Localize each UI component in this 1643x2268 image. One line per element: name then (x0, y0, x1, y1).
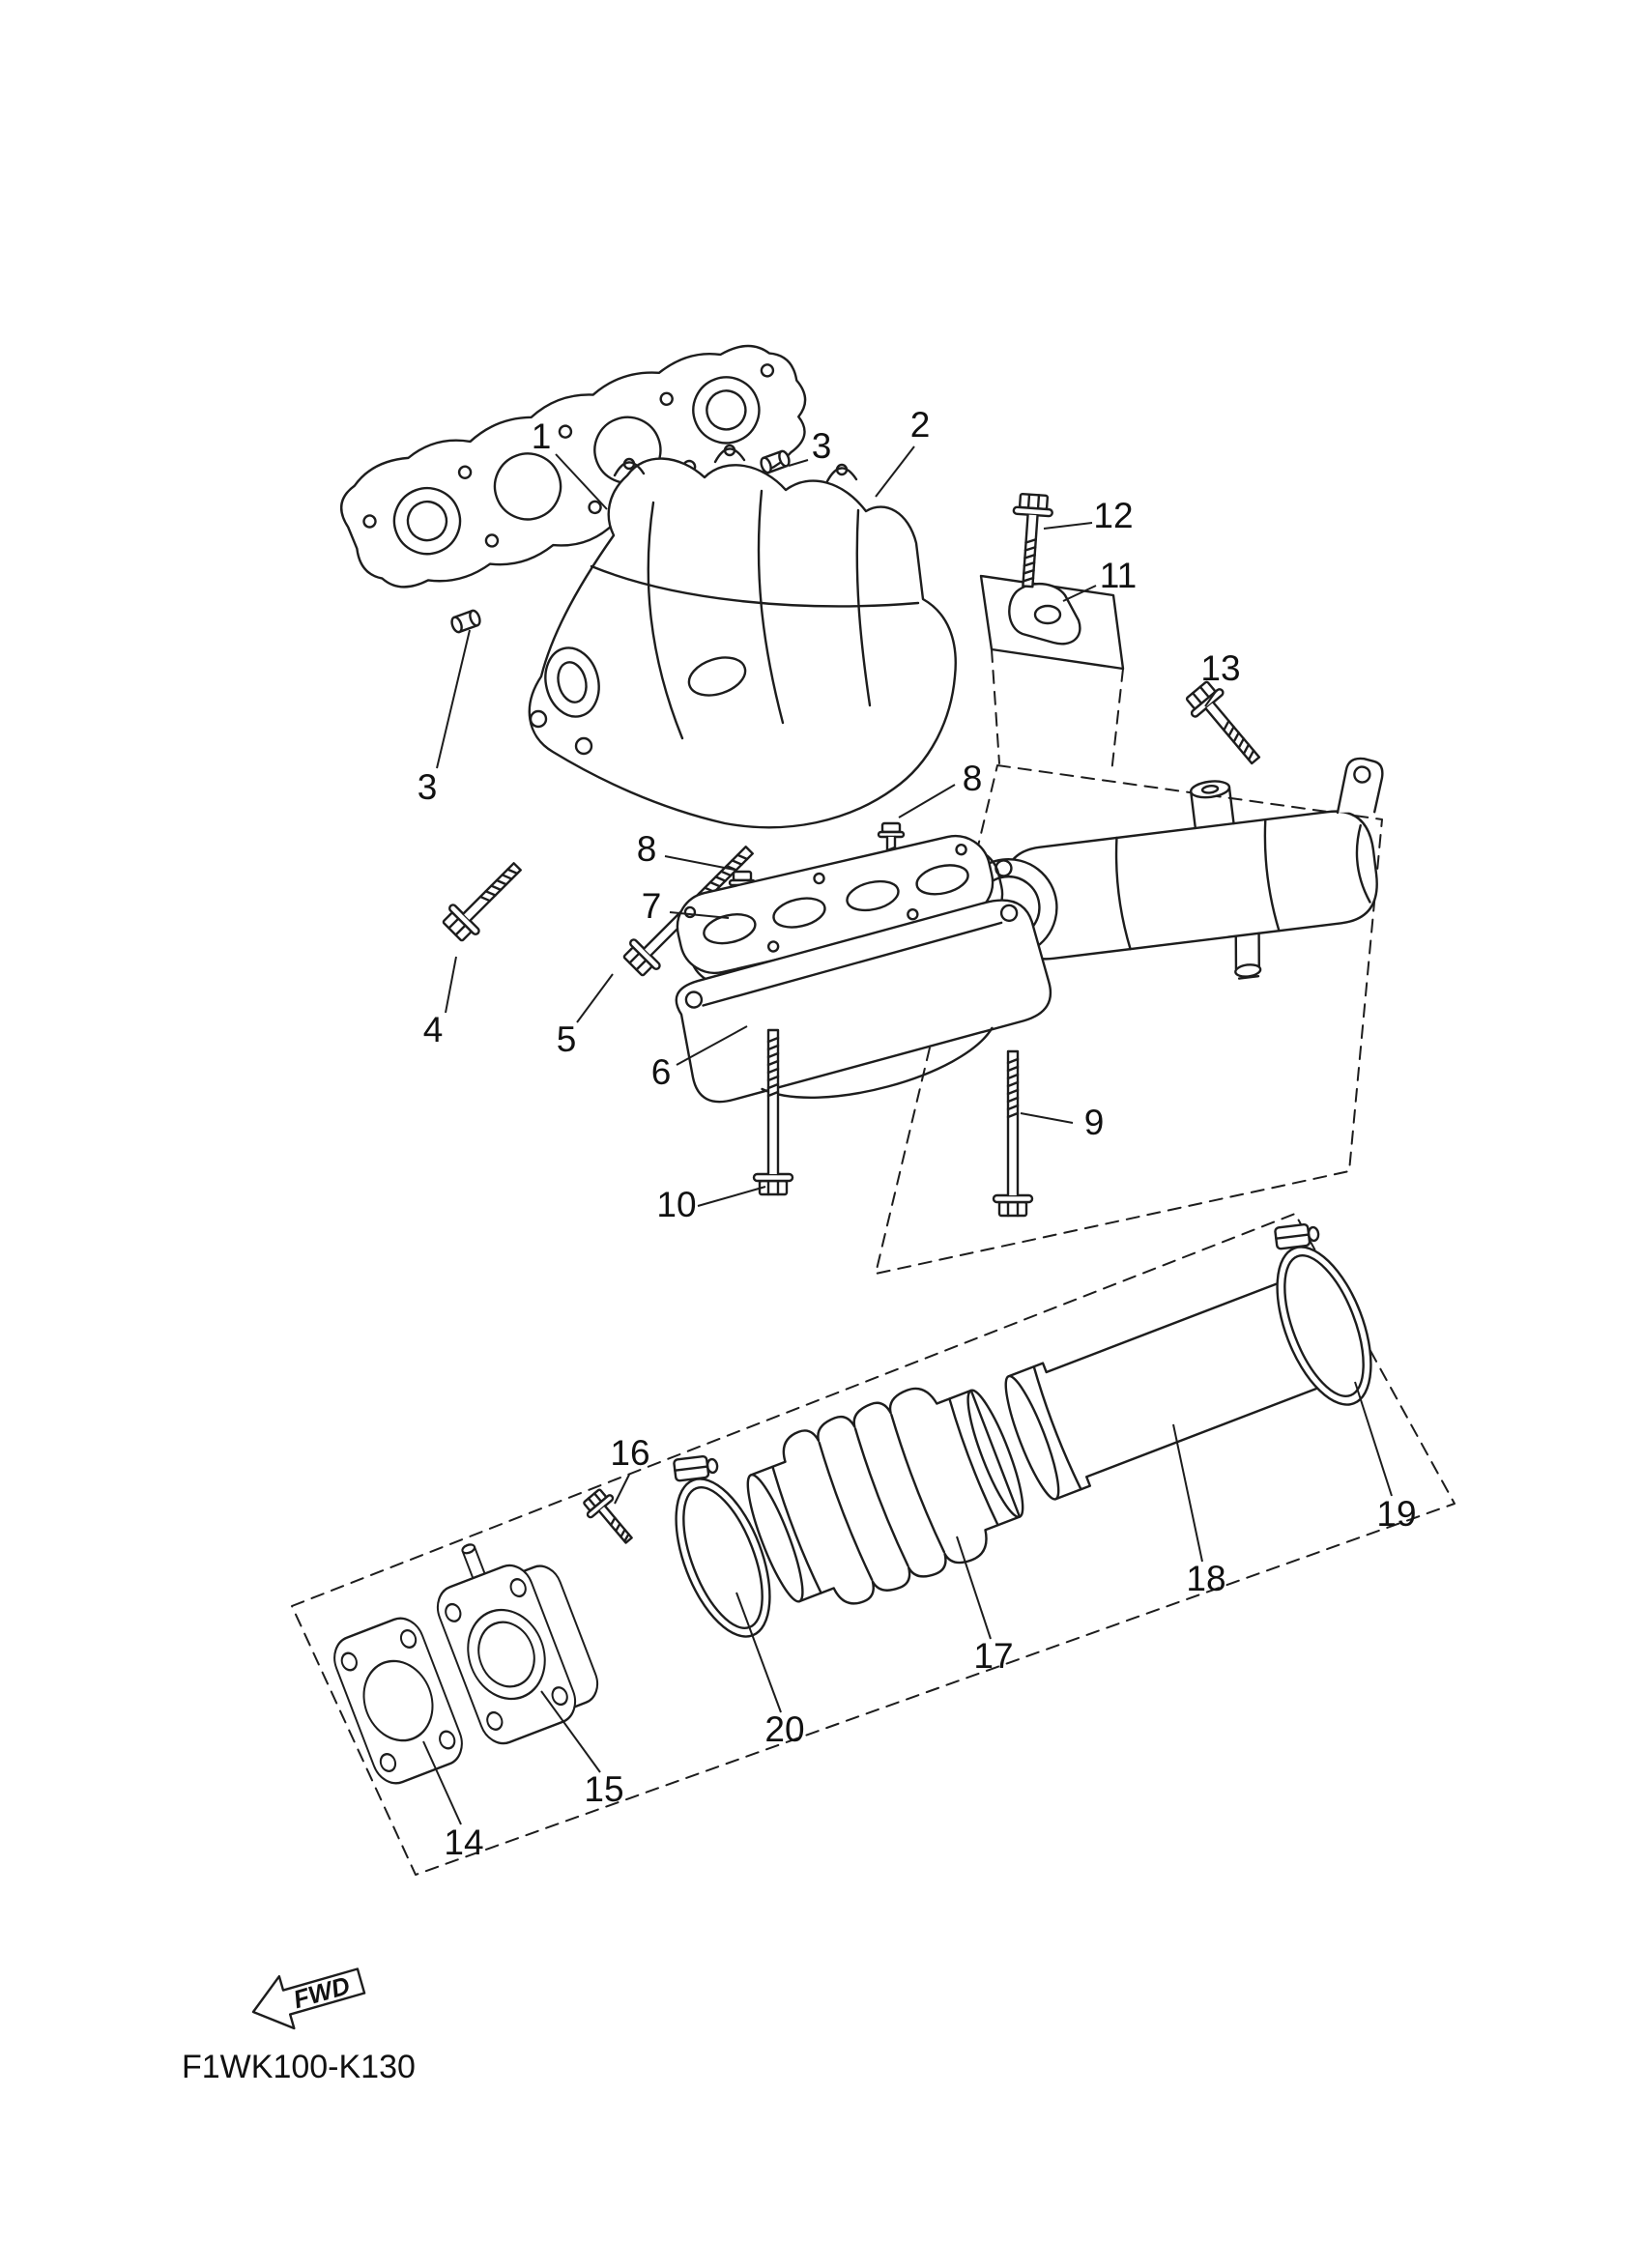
callout-1: 1 (532, 416, 552, 456)
exhaust-outlet-gasket (333, 1617, 463, 1785)
callout-14: 14 (444, 1823, 483, 1862)
bolt-13 (1180, 675, 1272, 774)
callout-9: 9 (1084, 1103, 1105, 1142)
callout-11: 11 (1100, 556, 1137, 595)
exhaust-outlet-flange (436, 1543, 599, 1745)
bolt-9 (992, 1049, 1034, 1218)
muffler-bracket (979, 574, 1125, 671)
callout-18: 18 (1186, 1559, 1225, 1598)
dowel-pin-lower (448, 608, 483, 635)
callout-6: 6 (651, 1052, 672, 1092)
callout-15: 15 (584, 1769, 623, 1809)
callout-16: 16 (610, 1433, 649, 1473)
callout-3a: 3 (812, 426, 832, 466)
callout-13: 13 (1200, 648, 1240, 688)
callout-2: 2 (910, 405, 931, 445)
diagram-code: F1WK100-K130 (182, 2049, 416, 2085)
exhaust-pipe-reference-outline (291, 1213, 1456, 1876)
bolt-16 (578, 1484, 643, 1552)
exhaust-manifold (528, 444, 957, 829)
muffler-reference-outline (875, 648, 1383, 1275)
fwd-arrow: FWD (251, 1967, 366, 2030)
callout-7: 7 (642, 886, 662, 926)
callout-20: 20 (764, 1709, 804, 1749)
callout-12: 12 (1093, 496, 1133, 535)
callout-17: 17 (973, 1636, 1013, 1676)
fwd-arrow-label: FWD (290, 1970, 353, 2014)
rubber-coupling-17 (746, 1387, 1024, 1605)
callout-5: 5 (557, 1019, 577, 1059)
callout-8b: 8 (637, 829, 657, 869)
callout-3b: 3 (418, 767, 438, 807)
callout-10: 10 (656, 1185, 696, 1224)
callout-labels: 1 2 3 3 4 5 6 7 8 8 9 10 11 12 13 14 15 … (418, 405, 1417, 1862)
callout-8a: 8 (963, 759, 983, 798)
leader-lines (422, 445, 1393, 1825)
callout-4: 4 (423, 1010, 444, 1049)
bolt-12 (1007, 492, 1055, 589)
callout-19: 19 (1376, 1494, 1416, 1534)
bolt-4 (437, 851, 533, 947)
